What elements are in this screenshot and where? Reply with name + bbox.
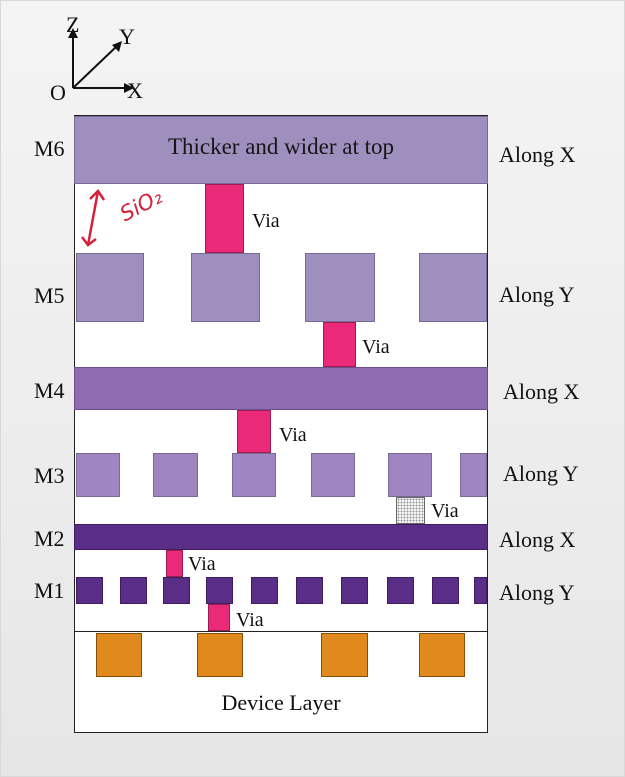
m1-segment: [387, 577, 414, 604]
m1-segment: [251, 577, 278, 604]
via-m5-m4: [323, 322, 356, 367]
axes-icon: [68, 28, 134, 93]
m2-metal: [74, 524, 488, 550]
via-m6-m5: [205, 184, 244, 253]
axis-x-label: X: [127, 78, 143, 103]
m1-segment: [296, 577, 323, 604]
m5-segment: [305, 253, 375, 322]
via-m1-device: [208, 604, 230, 631]
direction-label-m4: Along X: [503, 379, 580, 404]
m5-segment: [191, 253, 260, 322]
via-label-2: Via: [362, 336, 390, 358]
device-contact: [96, 633, 142, 677]
device-layer-boundary: [74, 631, 488, 632]
m1-segment: [120, 577, 147, 604]
m1-segment: [474, 577, 487, 604]
layer-label-m1: M1: [34, 578, 65, 603]
m4-metal: [74, 367, 488, 410]
m1-segment: [76, 577, 103, 604]
axis-z-label: Z: [66, 12, 80, 37]
layer-label-m6: M6: [34, 136, 65, 161]
via-m2-m1: [166, 550, 183, 577]
via-label-5: Via: [188, 553, 216, 575]
m3-segment: [460, 453, 487, 497]
thickness-arrow-icon: [81, 189, 106, 247]
direction-label-m2: Along X: [499, 527, 576, 552]
via-label-6: Via: [236, 609, 264, 631]
m5-segment: [419, 253, 487, 322]
via-label-1: Via: [252, 210, 280, 232]
m5-segment: [76, 253, 144, 322]
layer-label-m3: M3: [34, 463, 65, 488]
axis-y-label: Y: [119, 24, 135, 49]
device-contact: [419, 633, 465, 677]
via-m4-m3: [237, 410, 271, 453]
m3-segment: [311, 453, 355, 497]
layer-label-m4: M4: [34, 378, 65, 403]
device-contact: [321, 633, 368, 677]
m6-note: Thicker and wider at top: [167, 134, 395, 159]
m3-segment: [76, 453, 120, 497]
layer-label-m5: M5: [34, 283, 65, 308]
direction-label-m5: Along Y: [499, 282, 575, 307]
device-contact: [197, 633, 243, 677]
direction-label-m6: Along X: [499, 142, 576, 167]
direction-label-m3: Along Y: [503, 461, 579, 486]
m3-segment: [232, 453, 276, 497]
m1-segment: [341, 577, 368, 604]
via-m3-m2: [396, 497, 425, 524]
m3-segment: [388, 453, 432, 497]
m3-segment: [153, 453, 198, 497]
m1-segment: [206, 577, 233, 604]
via-label-4: Via: [431, 500, 459, 522]
m1-segment: [432, 577, 459, 604]
layer-label-m2: M2: [34, 526, 65, 551]
interconnect-stack: [74, 115, 488, 733]
device-layer-label: Device Layer: [221, 690, 341, 715]
axis-origin-label: O: [50, 80, 66, 105]
m1-segment: [163, 577, 190, 604]
m6-metal: [74, 116, 488, 184]
direction-label-m1: Along Y: [499, 580, 575, 605]
via-label-3: Via: [279, 424, 307, 446]
